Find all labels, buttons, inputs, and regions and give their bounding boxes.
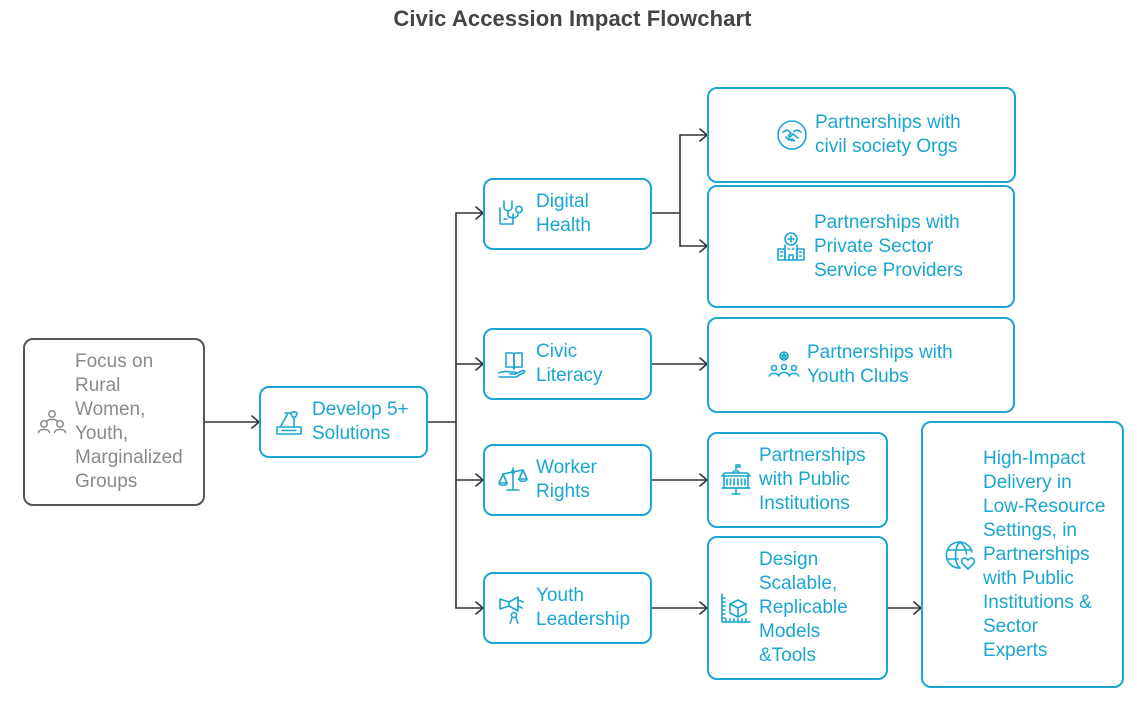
blueprint-box-icon	[719, 591, 753, 625]
node-worker-rights[interactable]: Worker Rights	[483, 444, 652, 516]
node-civil-society[interactable]: Partnerships with civil society Orgs	[707, 87, 1016, 183]
hospital-icon	[774, 230, 808, 264]
node-focus[interactable]: Focus on Rural Women, Youth, Marginalize…	[23, 338, 205, 506]
people-group-icon	[35, 405, 69, 439]
node-private-sector[interactable]: Partnerships with Private Sector Service…	[707, 185, 1015, 308]
handshake-icon	[775, 118, 809, 152]
node-focus-label: Focus on Rural Women, Youth, Marginalize…	[75, 351, 183, 492]
node-youth-leadership[interactable]: Youth Leadership	[483, 572, 652, 644]
node-high-impact[interactable]: High-Impact Delivery in Low-Resource Set…	[921, 421, 1124, 688]
node-youth-leadership-label: Youth Leadership	[536, 585, 631, 630]
node-digital-health-label: Digital Health	[536, 191, 591, 236]
node-youth-clubs[interactable]: Partnerships with Youth Clubs	[707, 317, 1015, 413]
node-digital-health[interactable]: Digital Health	[483, 178, 652, 250]
node-civic-literacy-label: Civic Literacy	[536, 341, 603, 386]
node-design-models[interactable]: Design Scalable, Replicable Models &Tool…	[707, 536, 888, 680]
node-youth-clubs-label: Partnerships with Youth Clubs	[807, 342, 953, 387]
book-hand-icon	[496, 347, 530, 381]
stethoscope-icon	[496, 197, 530, 231]
edge-digital-health-split	[651, 134, 681, 247]
node-develop[interactable]: Develop 5+ Solutions	[259, 386, 428, 458]
node-high-impact-label: High-Impact Delivery in Low-Resource Set…	[983, 447, 1106, 661]
edge-develop-trunk	[427, 212, 457, 609]
tools-icon	[272, 405, 306, 439]
community-icon	[767, 348, 801, 382]
node-civic-literacy[interactable]: Civic Literacy	[483, 328, 652, 400]
institution-icon	[719, 463, 753, 497]
node-civil-society-label: Partnerships with civil society Orgs	[815, 112, 961, 157]
node-develop-label: Develop 5+ Solutions	[312, 399, 409, 444]
scales-icon	[496, 463, 530, 497]
page-title: Civic Accession Impact Flowchart	[393, 6, 752, 31]
megaphone-person-icon	[496, 591, 530, 625]
globe-heart-icon	[943, 538, 977, 572]
node-public-institutions[interactable]: Partnerships with Public Institutions	[707, 432, 888, 528]
node-public-institutions-label: Partnerships with Public Institutions	[759, 445, 866, 514]
node-worker-rights-label: Worker Rights	[536, 457, 597, 502]
node-design-models-label: Design Scalable, Replicable Models &Tool…	[759, 549, 848, 666]
node-private-sector-label: Partnerships with Private Sector Service…	[814, 211, 963, 281]
